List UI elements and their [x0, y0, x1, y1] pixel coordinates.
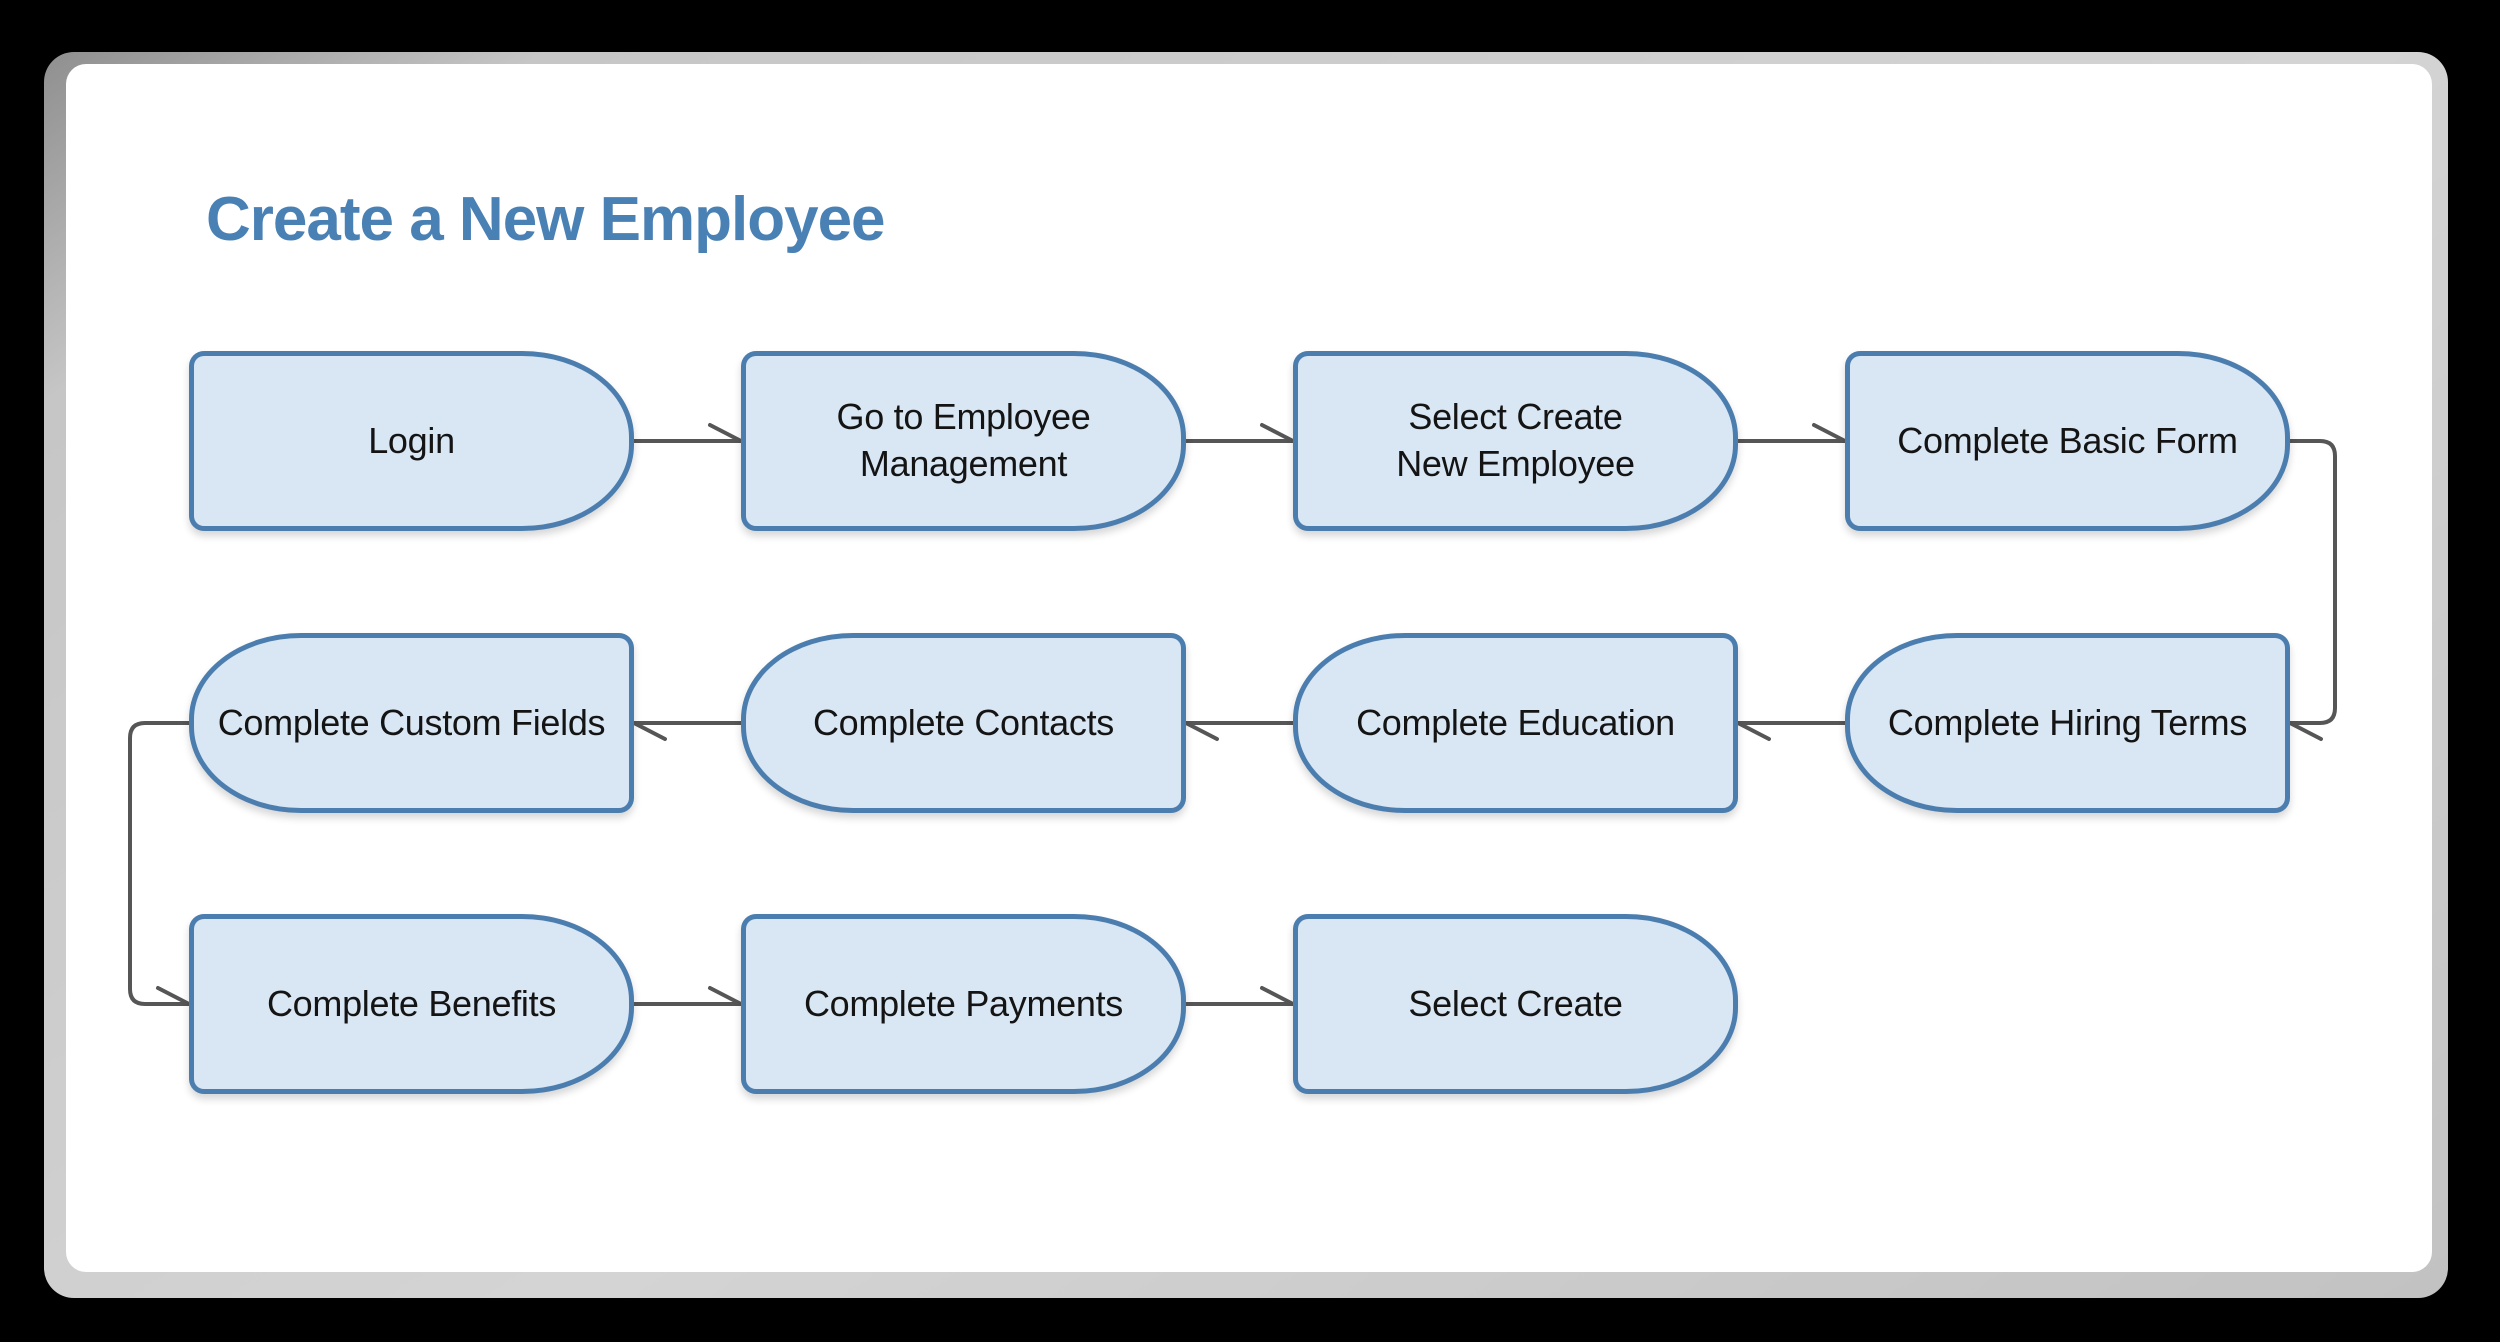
node-complete-custom-fields: Complete Custom Fields: [189, 633, 634, 813]
node-label: Complete Contacts: [812, 701, 1115, 743]
node-label: Complete Hiring Terms: [1887, 701, 2248, 743]
diagram-title: Create a New Employee: [206, 185, 886, 254]
node-label: Complete Basic Form: [1897, 419, 2238, 461]
node-complete-payments: Complete Payments: [741, 914, 1186, 1094]
node-label: Complete Custom Fields: [217, 701, 606, 743]
node-complete-basic-form: Complete Basic Form: [1845, 351, 2290, 531]
node-select-create-new-employee: Select Create New Employee: [1293, 351, 1738, 531]
node-label: Go to Employee Management: [836, 396, 1091, 484]
node-label: Complete Education: [1356, 701, 1675, 743]
node-complete-hiring-terms: Complete Hiring Terms: [1845, 633, 2290, 813]
node-go-to-employee-management: Go to Employee Management: [741, 351, 1186, 531]
node-login: Login: [189, 351, 634, 531]
node-complete-benefits: Complete Benefits: [189, 914, 634, 1094]
node-label: Complete Benefits: [266, 982, 557, 1024]
node-complete-education: Complete Education: [1293, 633, 1738, 813]
node-select-create: Select Create: [1293, 914, 1738, 1094]
node-label: Login: [368, 419, 455, 461]
node-label: Complete Payments: [803, 982, 1124, 1024]
node-label: Select Create: [1408, 982, 1623, 1024]
node-label: Select Create New Employee: [1396, 396, 1635, 484]
node-complete-contacts: Complete Contacts: [741, 633, 1186, 813]
